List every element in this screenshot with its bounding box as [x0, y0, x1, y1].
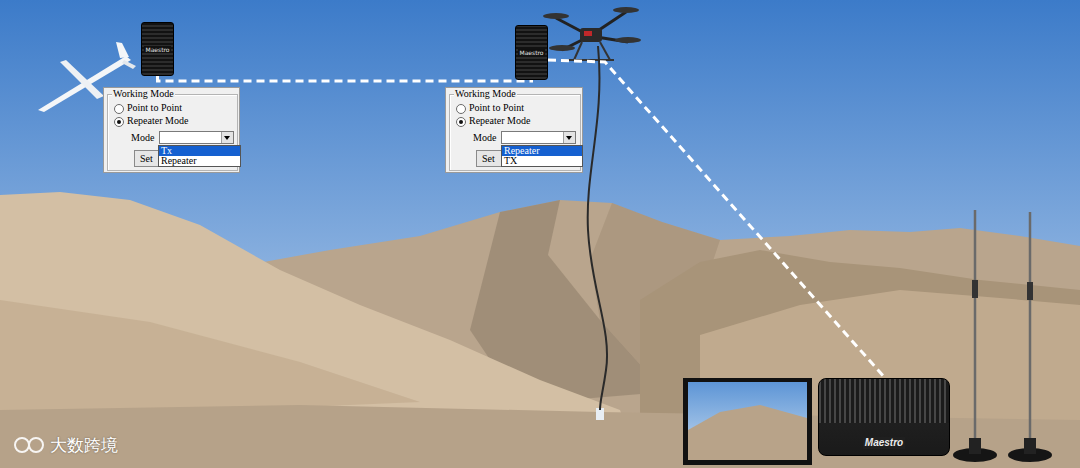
radio-button	[114, 104, 124, 114]
radio-dot	[459, 120, 463, 124]
logo-ring	[29, 438, 43, 452]
propeller	[613, 7, 639, 13]
wing	[60, 60, 104, 99]
select-box	[159, 131, 234, 144]
radio-link	[548, 60, 885, 378]
text-slot: Mode	[473, 132, 496, 144]
option-text: Repeater Mode	[127, 115, 188, 126]
field-label: Mode	[131, 132, 154, 143]
settings-panel: Working ModePoint to PointRepeater ModeM…	[445, 87, 583, 173]
option-text: Repeater Mode	[469, 115, 530, 126]
monitor	[683, 378, 812, 465]
select-arrow	[224, 136, 230, 140]
radio-button	[456, 117, 466, 127]
text-slot: Point to Point	[469, 102, 524, 114]
set-button: Set	[134, 150, 160, 167]
radio-button	[456, 104, 466, 114]
radio-button	[114, 117, 124, 127]
tail	[122, 60, 136, 69]
drone-body	[580, 28, 602, 42]
button-label: Set	[140, 153, 153, 164]
multicopter-uav	[543, 7, 641, 60]
screen-hill	[688, 405, 807, 460]
list-option: Repeater	[159, 156, 240, 166]
group-title: Working Mode	[454, 88, 517, 99]
watermark-logo	[15, 438, 43, 452]
hill-shade	[0, 300, 420, 420]
antenna-coil	[1027, 282, 1033, 300]
antenna-coil	[972, 280, 978, 298]
landing-leg	[574, 42, 582, 60]
button-label: Set	[482, 153, 495, 164]
text-slot: Working Mode	[454, 88, 517, 100]
radio-repeater: Maestro	[515, 25, 548, 80]
antennas	[953, 210, 1052, 462]
list-option: TX	[502, 156, 582, 166]
monitor-frame	[683, 378, 812, 465]
drone-light	[584, 31, 592, 36]
brand-text: Maestro	[144, 46, 170, 53]
radio-dot	[117, 120, 121, 124]
text-slot: Point to Point	[127, 102, 182, 114]
antenna-whip	[974, 210, 977, 445]
select-arrow	[566, 136, 572, 140]
monitor-screen	[688, 382, 807, 460]
antenna-whip	[1029, 212, 1032, 445]
antenna-mount	[1024, 438, 1036, 454]
tail	[116, 42, 129, 58]
radio-link	[158, 76, 532, 81]
select-button	[563, 132, 575, 143]
option-text: Point to Point	[469, 102, 524, 113]
tether-cable	[588, 46, 607, 410]
watermark: 大数跨境	[50, 435, 118, 455]
text-slot: Repeater Mode	[469, 115, 530, 127]
list-option: Repeater	[502, 146, 582, 156]
dropdown-list: RepeaterTX	[501, 145, 583, 167]
set-button: Set	[476, 150, 502, 167]
select-button	[221, 132, 233, 143]
settings-panel: Working ModePoint to PointRepeater ModeM…	[103, 87, 240, 173]
group-title: Working Mode	[112, 88, 175, 99]
field-label: Mode	[473, 132, 496, 143]
list-option: Tx	[159, 146, 240, 156]
propeller	[615, 37, 641, 43]
landing-leg	[600, 42, 610, 60]
brand-text: Maestro	[863, 437, 905, 449]
text-slot: Mode	[131, 132, 154, 144]
ground-receiver: Maestro	[818, 378, 950, 456]
logo-ring	[15, 438, 29, 452]
option-text: Point to Point	[127, 102, 182, 113]
text-slot: Working Mode	[112, 88, 175, 100]
antenna-mount	[969, 438, 981, 454]
dropdown-list: TxRepeater	[158, 145, 241, 167]
select-box	[501, 131, 576, 144]
propeller	[543, 13, 569, 19]
brand-text: Maestro	[518, 49, 544, 56]
watermark-slot: 大数跨境	[50, 435, 118, 455]
radio-transmitter: Maestro	[141, 22, 174, 76]
propeller	[549, 45, 575, 51]
text-slot: Repeater Mode	[127, 115, 188, 127]
